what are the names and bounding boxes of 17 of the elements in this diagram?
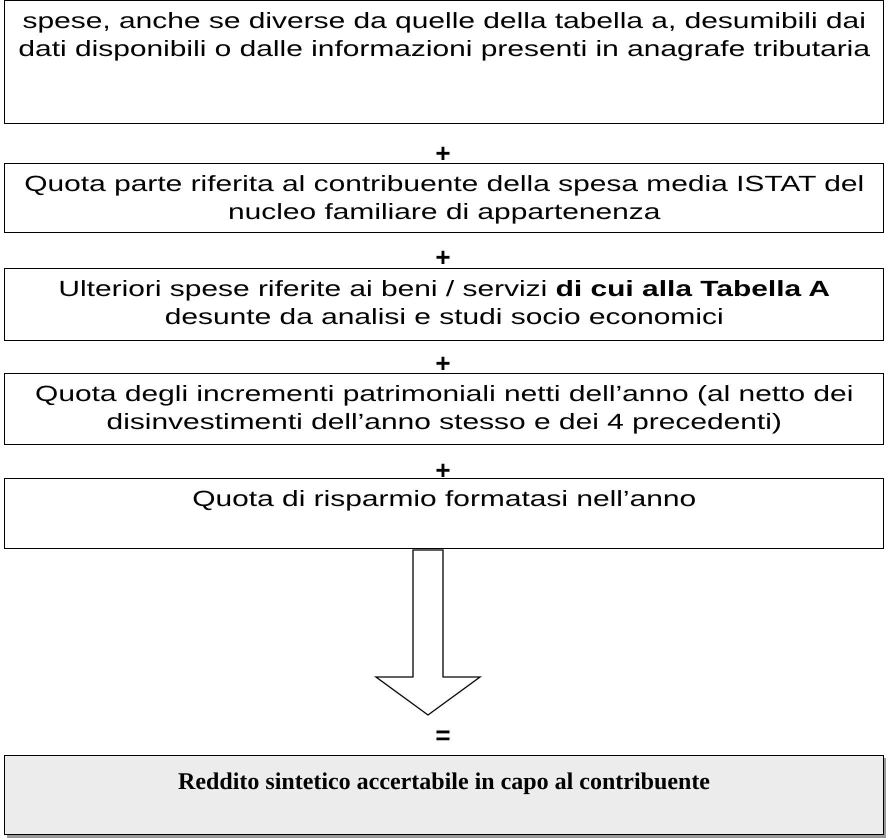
process-box <box>4 373 884 445</box>
box-text: Quota parte riferita al contribuente della spesa media ISTAT del nucleo familiare di appartenenza <box>23 170 866 226</box>
process-box <box>4 0 884 124</box>
box-text: Ulteriori spese riferite ai beni / servizi di cui alla Tabella A desunte da analisi e studi socio economici <box>57 275 831 331</box>
box-text: Quota di risparmio formatasi nell’anno <box>191 485 698 513</box>
operator-sign: + <box>435 140 451 166</box>
equals-sign: = <box>435 722 451 748</box>
process-box <box>4 163 884 233</box>
box-text: Reddito sintetico accertabile in capo al contribuente <box>177 768 711 796</box>
process-box <box>4 268 884 341</box>
operator-sign: + <box>435 244 451 270</box>
process-box <box>4 478 884 549</box>
box-text: spese, anche se diverse da quelle della tabella a, desumibili dai dati disponibili o dalle informazioni presenti in anagrafe tributaria <box>17 7 871 63</box>
hollow-arrow <box>374 549 482 716</box>
box-text: Quota degli incrementi patrimoniali netti dell’anno (al netto dei disinvestimenti dell’anno stesso e dei 4 precedenti) <box>34 380 854 436</box>
operator-sign: + <box>435 457 451 483</box>
operator-sign: + <box>435 350 451 376</box>
